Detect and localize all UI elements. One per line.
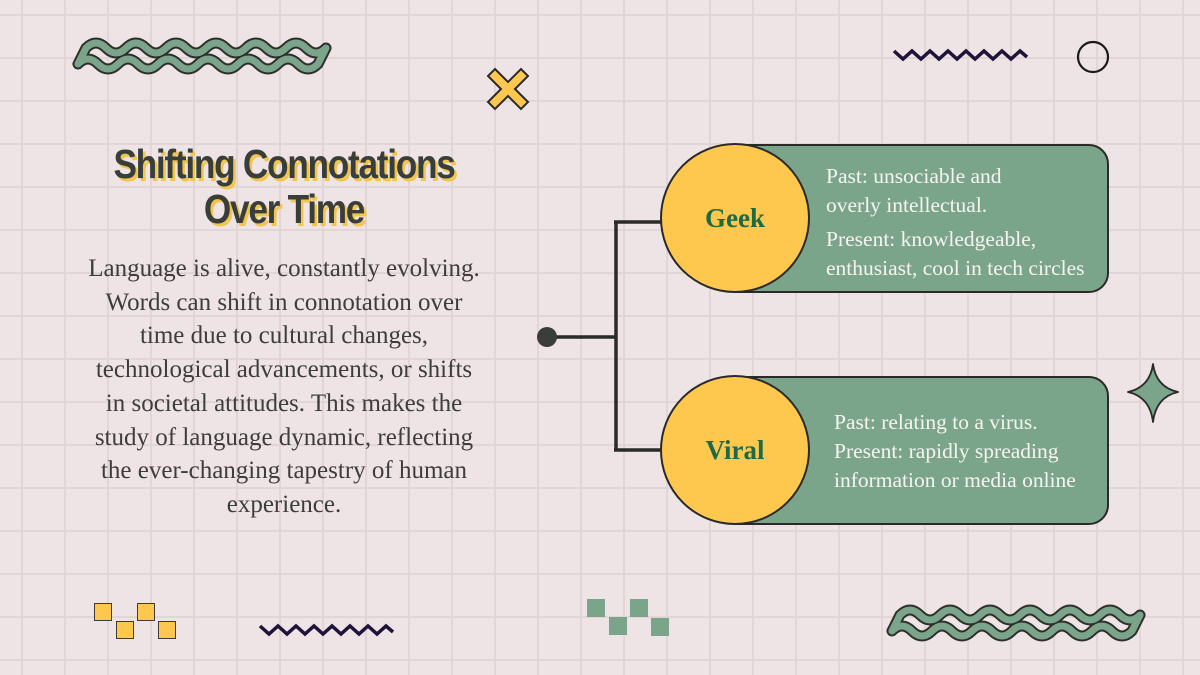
slide-body-text: Language is alive, constantly evolving. … — [88, 255, 480, 518]
connector-origin-dot — [537, 327, 557, 347]
card-present-line: enthusiast, cool in tech circles — [826, 256, 1085, 280]
card-past-line: Past: relating to a virus. — [834, 410, 1038, 434]
card-term-circle: Geek — [660, 143, 810, 293]
circle-outline-icon — [1076, 40, 1110, 74]
card-description: Past: unsociable and overly intellectual… — [826, 162, 1085, 283]
card-description: Past: relating to a virus. Present: rapi… — [834, 408, 1076, 495]
four-point-star-icon — [1127, 363, 1179, 423]
card-term-circle: Viral — [660, 375, 810, 525]
card-term-label: Geek — [705, 202, 765, 233]
wave-band-icon — [886, 604, 1146, 642]
card-present-line: Present: knowledgeable, — [826, 227, 1037, 251]
x-cross-icon — [486, 67, 530, 111]
wave-band-icon — [72, 37, 332, 75]
slide-title: Shifting Connotations Over Time — [69, 142, 499, 232]
slide-title-line-1: Shifting Connotations — [113, 141, 455, 187]
slide-title-line-2: Over Time — [203, 186, 366, 232]
card-present-line: information or media online — [834, 468, 1076, 492]
card-past-line: overly intellectual. — [826, 193, 988, 217]
card-past-line: Past: unsociable and — [826, 164, 1002, 188]
card-present-line: Present: rapidly spreading — [834, 439, 1059, 463]
card-term-label: Viral — [705, 434, 765, 465]
zigzag-icon — [258, 623, 395, 637]
zigzag-icon — [892, 48, 1029, 62]
